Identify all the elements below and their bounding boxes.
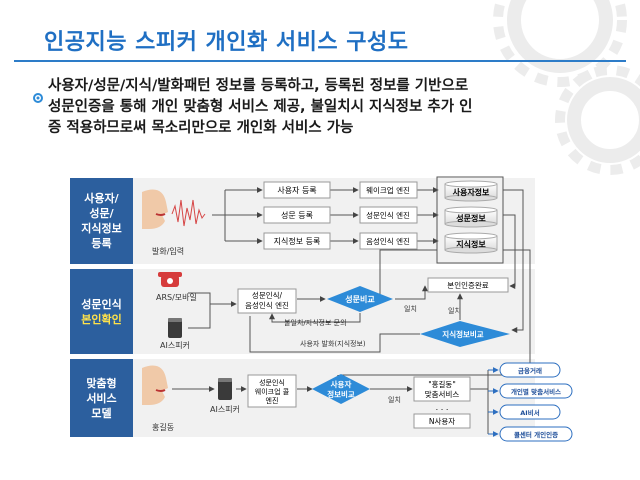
voice-compare-label: 성문비교	[345, 294, 375, 304]
voice-compare-diamond: 성문비교	[327, 286, 393, 312]
service-output-label: AI비서	[520, 408, 539, 417]
band-label-line: 성문/	[89, 207, 114, 220]
voice-engine-label: 성문인식/	[252, 290, 283, 300]
service-engine-label: 웨이크업 콜	[255, 387, 290, 396]
registration-step: 사용자 등록	[263, 181, 331, 199]
custom-service-label: "홍길동"	[428, 379, 456, 389]
telephone-icon	[158, 272, 182, 287]
summary-line: 성문인증을 통해 개인 맞춤형 서비스 제공, 불일치시 지식정보 추가 인	[48, 99, 473, 115]
match-label-2: 일치	[448, 306, 461, 315]
mismatch-query-label: 불일치/지식정보 문의	[284, 318, 347, 327]
summary-text: 사용자/성문/지식/발화패턴 정보를 등록하고, 등록된 정보를 기반으로 성문…	[48, 76, 608, 139]
service-output: 콜센터 개인인증	[499, 426, 573, 442]
voice-engine-box: 성문인식/ 음성인식 엔진	[237, 288, 297, 314]
band-label-line: 맞춤형	[86, 376, 117, 390]
user-compare-diamond: 사용자 정보비교	[312, 374, 370, 404]
engine-box: 웨이크업 엔진	[359, 181, 418, 199]
database-label: 사용자정보	[453, 187, 490, 197]
registration-step-label: 지식정보 등록	[274, 236, 321, 246]
summary-line: 증 적용하므로써 목소리만으로 개인화 서비스 가능	[48, 120, 354, 136]
ars-mobile-label: ARS/모바일	[156, 292, 197, 302]
n-user-label: N사용자	[429, 417, 455, 426]
band-label-line: 지식정보	[81, 222, 122, 235]
custom-service-label: 맞춤서비스	[425, 389, 460, 399]
ai-speaker-icon	[218, 378, 232, 400]
service-output: 금융거래	[499, 362, 561, 378]
engine-box: 성문인식 엔진	[359, 206, 418, 224]
bullet-icon	[33, 93, 43, 103]
person-label: 홍길동	[152, 422, 174, 432]
band-label-highlight: 본인확인	[81, 312, 122, 326]
band-label-registration: 사용자/ 성문/ 지식정보 등록	[70, 178, 133, 264]
voice-waveform-icon	[171, 199, 206, 227]
ellipsis-label: . . .	[436, 403, 449, 412]
ai-speaker-label: AI스피커	[160, 341, 190, 350]
service-engine-label: 엔진	[266, 396, 279, 405]
engine-label: 웨이크업 엔진	[366, 185, 410, 195]
database-label: 지식정보	[456, 239, 486, 249]
band-label-verification: 성문인식 본인확인	[70, 269, 133, 354]
voice-engine-label: 음성인식 엔진	[245, 300, 289, 310]
match-label: 일치	[404, 304, 417, 313]
service-output: AI비서	[499, 404, 561, 420]
band-label-service: 맞춤형 서비스 모델	[70, 359, 133, 437]
engine-label: 성문인식 엔진	[366, 210, 410, 220]
band-label-line: 모델	[91, 406, 112, 420]
auth-complete-label: 본인인증완료	[447, 280, 488, 290]
speaking-face-icon	[142, 365, 168, 405]
engine-box: 음성인식 엔진	[359, 232, 418, 250]
title-divider	[14, 60, 626, 62]
ai-speaker-icon	[168, 318, 182, 338]
registration-step: 지식정보 등록	[263, 232, 331, 250]
user-utterance-label: 사용자 발화(지식정보)	[300, 339, 366, 348]
service-output-label: 콜센터 개인인증	[514, 430, 558, 439]
match-label-3: 일치	[388, 395, 401, 404]
ai-speaker-label: AI스피커	[210, 405, 240, 414]
service-output-label: 개인별 맞춤서비스	[511, 387, 561, 396]
custom-service-box: "홍길동" 맞춤서비스	[413, 376, 471, 402]
summary-line: 사용자/성문/지식/발화패턴 정보를 등록하고, 등록된 정보를 기반으로	[48, 78, 469, 94]
band-label-line: 성문인식	[81, 297, 122, 311]
user-compare-label: 정보비교	[327, 389, 355, 399]
registration-step: 성문 등록	[263, 206, 331, 224]
service-engine-box: 성문인식 웨이크업 콜 엔진	[247, 374, 297, 408]
registration-step-label: 성문 등록	[281, 211, 313, 220]
engine-label: 음성인식 엔진	[366, 236, 410, 246]
auth-complete-box: 본인인증완료	[427, 277, 509, 293]
user-compare-label: 사용자	[331, 379, 352, 389]
band-label-line: 사용자/	[84, 192, 119, 205]
database-label: 성문정보	[456, 213, 486, 223]
speaking-face-icon	[142, 189, 168, 229]
knowledge-compare-label: 지식정보비교	[442, 329, 483, 339]
database-group-frame	[436, 176, 504, 264]
database-icon: 사용자정보	[444, 180, 498, 202]
service-output: 개인별 맞춤서비스	[499, 383, 573, 399]
knowledge-compare-diamond: 지식정보비교	[420, 321, 510, 347]
band-label-line: 등록	[91, 237, 112, 250]
registration-step-label: 사용자 등록	[277, 186, 316, 195]
page-title: 인공지능 스피커 개인화 서비스 구성도	[44, 30, 409, 55]
n-user-box: N사용자	[413, 413, 471, 429]
service-engine-label: 성문인식	[259, 378, 285, 387]
speech-input-label: 발화/입력	[152, 246, 184, 256]
service-output-label: 금융거래	[518, 366, 542, 375]
database-icon: 지식정보	[444, 232, 498, 254]
database-icon: 성문정보	[444, 206, 498, 228]
band-label-line: 서비스	[86, 391, 117, 405]
